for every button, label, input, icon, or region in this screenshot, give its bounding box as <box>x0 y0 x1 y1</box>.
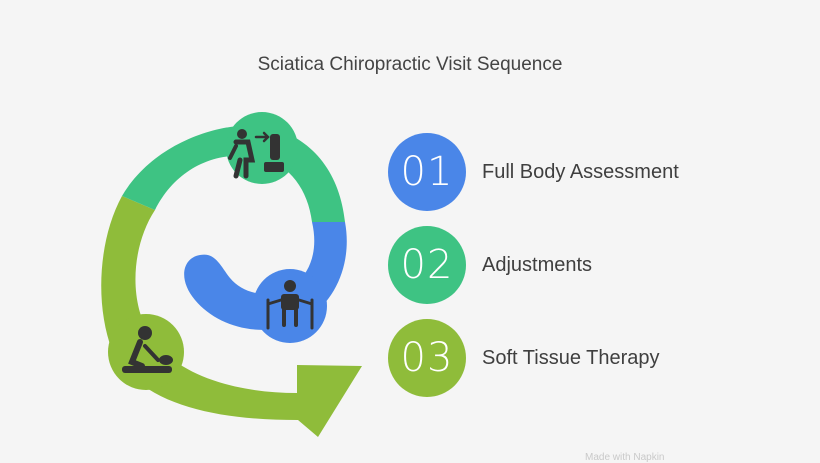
step-number-badge: 03 <box>388 319 466 397</box>
watermark: Made with Napkin <box>585 452 665 463</box>
adjustment-icon <box>266 280 314 330</box>
step-1: 01 Full Body Assessment <box>388 133 679 211</box>
step-2: 02 Adjustments <box>388 226 592 304</box>
assessment-node <box>226 112 298 184</box>
adjustment-node <box>253 269 327 343</box>
massage-node <box>108 314 184 390</box>
diagram-title: Sciatica Chiropractic Visit Sequence <box>257 54 563 75</box>
step-number-badge: 01 <box>388 133 466 211</box>
step-label: Soft Tissue Therapy <box>482 346 660 369</box>
step-label: Full Body Assessment <box>482 160 679 183</box>
massage-icon <box>122 326 173 373</box>
step-number-badge: 02 <box>388 226 466 304</box>
step-3: 03 Soft Tissue Therapy <box>388 319 660 397</box>
step-label: Adjustments <box>482 253 593 276</box>
assessment-icon <box>228 129 284 179</box>
